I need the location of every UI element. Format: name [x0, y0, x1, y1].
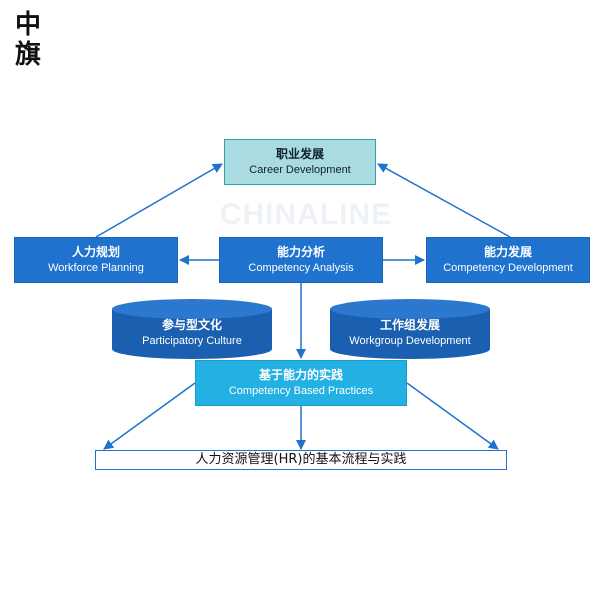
competency-based-practices-en: Competency Based Practices: [228, 385, 374, 397]
career-development-zh: 职业发展: [275, 147, 324, 161]
competency-development-box: 能力发展 Competency Development: [426, 237, 590, 283]
competency-based-practices-box: 基于能力的实践 Competency Based Practices: [195, 360, 407, 406]
hr-process-footer-bar: 人力资源管理(HR)的基本流程与实践: [95, 450, 507, 470]
arrow-workforce-to-career: [95, 163, 223, 238]
cylinder-participatory-culture: [112, 299, 272, 359]
career-development-en: Career Development: [249, 164, 351, 176]
arrow-practices-to-bar-left: [103, 382, 196, 450]
watermark: CHINALINE: [219, 198, 393, 231]
competency-based-practices-zh: 基于能力的实践: [258, 368, 343, 382]
hr-process-footer-text: 人力资源管理(HR)的基本流程与实践: [195, 452, 407, 467]
workforce-planning-box: 人力规划 Workforce Planning: [14, 237, 178, 283]
logo-char-2: 旗: [14, 40, 41, 70]
cylinder-workgroup-development: [330, 299, 490, 359]
logo-char-1: 中: [14, 10, 41, 40]
competency-analysis-box: 能力分析 Competency Analysis: [219, 237, 383, 283]
career-development-box: 职业发展 Career Development: [224, 139, 376, 185]
workforce-planning-zh: 人力规划: [71, 245, 120, 259]
competency-analysis-en: Competency Analysis: [248, 262, 354, 274]
competency-development-zh: 能力发展: [483, 245, 532, 259]
arrow-practices-to-bar-right: [406, 382, 499, 450]
workforce-planning-en: Workforce Planning: [48, 262, 144, 274]
competency-analysis-zh: 能力分析: [276, 245, 325, 259]
competency-development-en: Competency Development: [443, 262, 573, 274]
arrow-compdev-to-career: [377, 163, 511, 238]
logo: 中 旗: [10, 10, 46, 70]
